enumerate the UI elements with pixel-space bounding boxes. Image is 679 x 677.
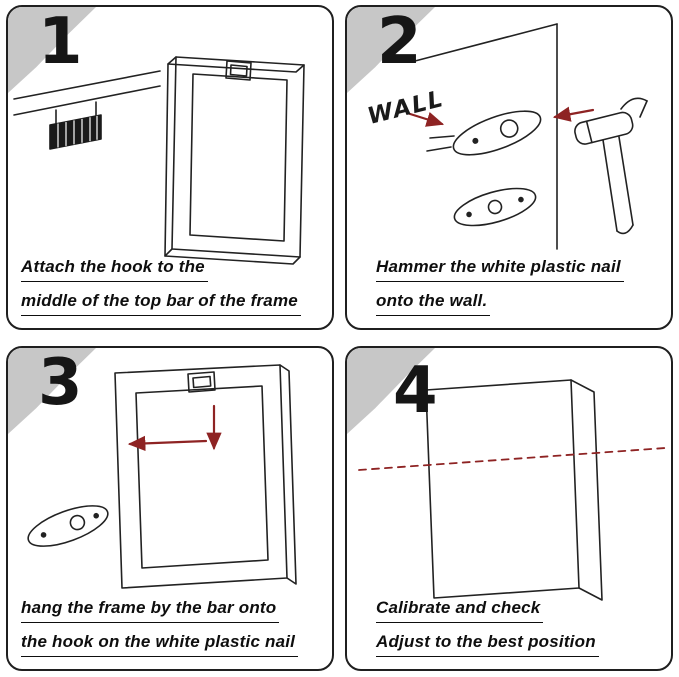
plastic-nail-front-icon xyxy=(453,187,537,227)
step-number: 2 xyxy=(377,5,422,79)
step-caption: Hammer the white plastic nail onto the w… xyxy=(376,248,624,316)
caption-line: hang the frame by the bar onto xyxy=(21,598,280,623)
top-bar xyxy=(13,70,161,116)
frame-hook-icon xyxy=(225,60,252,81)
caption-line: Attach the hook to the xyxy=(21,257,208,282)
step-caption: Calibrate and check Adjust to the best p… xyxy=(376,589,599,657)
step2-illustration xyxy=(405,23,648,250)
caption-line: Calibrate and check xyxy=(376,598,544,623)
hammer-icon xyxy=(574,97,648,235)
step-1-panel: 1 xyxy=(6,5,334,330)
hammer-direction-arrows xyxy=(405,106,595,127)
plastic-nail-icon xyxy=(27,505,109,547)
step4-illustration xyxy=(358,379,666,601)
step-2-panel: 2 WALL xyxy=(345,5,673,330)
caption-line: Hammer the white plastic nail xyxy=(376,257,624,282)
step-number: 4 xyxy=(393,354,438,428)
step-caption: hang the frame by the bar onto the hook … xyxy=(21,589,299,657)
picture-frame xyxy=(114,364,297,589)
level-dashed-line xyxy=(358,447,666,471)
hanging-direction-arrows xyxy=(127,404,222,452)
step-caption: Attach the hook to the middle of the top… xyxy=(21,248,301,316)
plastic-nail-top-icon xyxy=(452,110,542,156)
step-3-panel: 3 xyxy=(6,346,334,671)
nail-pins xyxy=(426,135,455,152)
canvas-frame xyxy=(425,379,603,601)
step1-illustration xyxy=(13,56,305,265)
caption-line: Adjust to the best position xyxy=(376,632,599,657)
hook-icon xyxy=(49,101,102,150)
picture-frame xyxy=(164,56,305,265)
step-number: 1 xyxy=(38,5,83,79)
wall-corner-lines xyxy=(414,23,558,250)
caption-line: middle of the top bar of the frame xyxy=(21,291,301,316)
step3-illustration xyxy=(27,364,297,589)
frame-hook-icon xyxy=(187,371,216,393)
caption-line: onto the wall. xyxy=(376,291,491,316)
step-4-panel: 4 Calibrate and check Adjust to the best… xyxy=(345,346,673,671)
caption-line: the hook on the white plastic nail xyxy=(21,632,299,657)
step-number: 3 xyxy=(38,346,83,420)
